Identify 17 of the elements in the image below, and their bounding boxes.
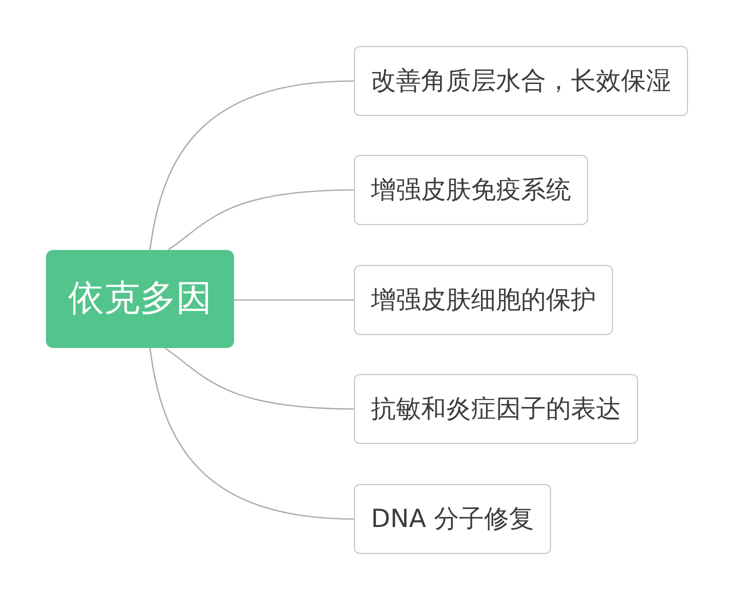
subtopic-label: DNA 分子修复 [371,504,534,534]
connector-line [164,347,354,410]
subtopic-label: 增强皮肤免疫系统 [371,175,571,205]
subtopic-box [354,46,688,116]
subtopic-label: 增强皮肤细胞的保护 [371,285,596,315]
connector-line [149,80,354,250]
connector-line [234,299,354,301]
connector-line [168,189,354,251]
subtopic-box [354,155,588,225]
topic-box [46,250,234,348]
subtopic-box [354,484,552,554]
subtopic-label: 改善角质层水合，长效保湿 [371,66,671,96]
subtopic-box [354,265,613,335]
subtopic-box [354,374,638,444]
connector-line [149,348,354,520]
subtopic-label: 抗敏和炎症因子的表达 [371,394,621,424]
topic-label: 依克多因 [68,277,212,321]
